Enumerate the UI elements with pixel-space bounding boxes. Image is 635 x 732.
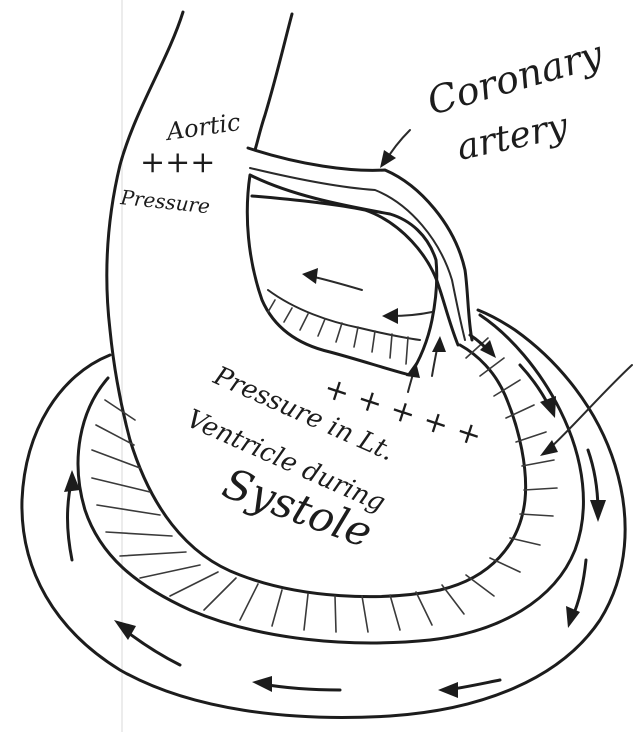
aorta-right-wall bbox=[255, 14, 292, 150]
coronary-label-line2: artery bbox=[453, 105, 572, 169]
coronary-artery-inner-wall bbox=[252, 196, 458, 345]
aorta-left-wall bbox=[107, 12, 183, 440]
coronary-label-pointer-head bbox=[380, 150, 396, 168]
aortic-root-pocket bbox=[247, 175, 436, 375]
aortic-pressure-label: Pressure bbox=[118, 185, 211, 218]
aortic-label: Aortic bbox=[163, 108, 242, 146]
coronary-label-line1: Coronary bbox=[422, 32, 607, 124]
pocket-arrows bbox=[302, 268, 446, 392]
myocardium-pointer-line bbox=[548, 365, 632, 450]
aortic-plus-signs: +++ bbox=[140, 145, 215, 180]
coronary-artery-outer-wall bbox=[248, 148, 472, 340]
